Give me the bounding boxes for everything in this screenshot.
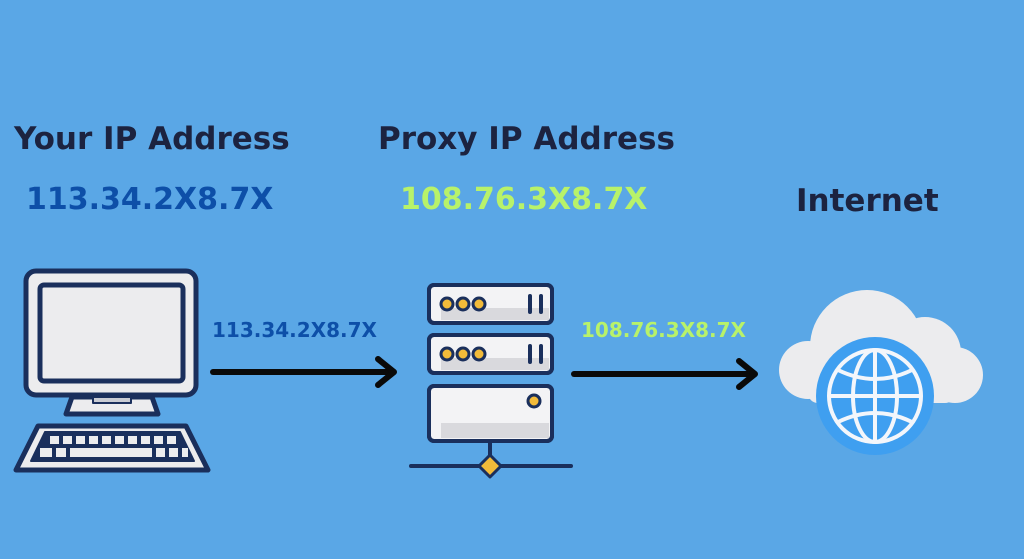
link-label-proxy-internet: 108.76.3X8.7X — [581, 318, 746, 342]
client-ip: 113.34.2X8.7X — [26, 182, 274, 217]
link-label-client-proxy: 113.34.2X8.7X — [212, 318, 377, 342]
proxy-title: Proxy IP Address — [378, 121, 675, 157]
client-title: Your IP Address — [14, 121, 290, 157]
proxy-ip: 108.76.3X8.7X — [400, 182, 648, 217]
internet-title: Internet — [796, 183, 939, 219]
